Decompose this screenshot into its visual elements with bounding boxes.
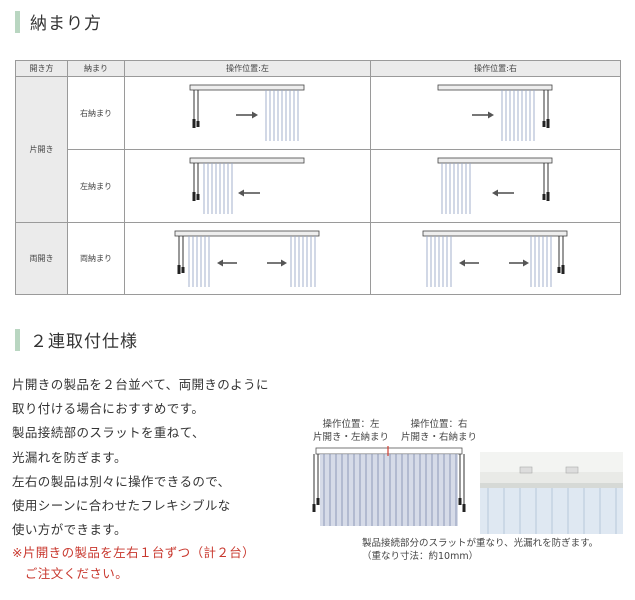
- cell-double-opleft: [124, 222, 371, 295]
- blind-illustration: [174, 230, 319, 287]
- blind-illustration: [189, 84, 304, 141]
- row-label-left-storage: 左納まり: [67, 149, 125, 223]
- section-title: 納まり方: [30, 14, 102, 34]
- double-mount-diagram: [312, 446, 466, 526]
- cell-single-right-opright: [370, 76, 621, 150]
- row-label-right-storage: 右納まり: [67, 76, 125, 150]
- cell-single-right-opleft: [124, 76, 371, 150]
- cell-single-left-opleft: [124, 149, 371, 223]
- diagram-caption: 製品接続部分のスラットが重なり、光漏れを防ぎます。 （重なり寸法：約10mm）: [362, 538, 599, 562]
- cell-single-left-opright: [370, 149, 621, 223]
- note-line: ご注文ください。: [12, 566, 129, 581]
- row-label-double: 両開き: [15, 222, 68, 295]
- description: 片開きの製品を２台並べて、両開きのように 取り付ける場合におすすめです。 製品接…: [12, 373, 312, 542]
- blind-illustration: [437, 157, 552, 214]
- header-op-left: 操作位置:左: [124, 60, 371, 77]
- section-header-double-mount: ２連取付仕様: [15, 327, 138, 352]
- section-title: ２連取付仕様: [30, 332, 138, 352]
- header-storage: 納まり: [67, 60, 125, 77]
- storage-table: 開き方 納まり 操作位置:左 操作位置:右 片開き 右納まり: [15, 60, 621, 295]
- row-label-single: 片開き: [15, 76, 68, 223]
- header-op-right: 操作位置:右: [370, 60, 621, 77]
- description-line: 使い方ができます。: [12, 522, 127, 538]
- order-note: ※片開きの製品を左右１台ずつ（計２台） ご注文ください。: [12, 542, 255, 584]
- section-header-storage: 納まり方: [15, 9, 102, 34]
- note-line: ※片開きの製品を左右１台ずつ（計２台）: [12, 545, 256, 560]
- row-label-both-storage: 両納まり: [67, 222, 125, 295]
- blind-illustration: [422, 230, 567, 287]
- description-line: 左右の製品は別々に操作できるので、: [12, 473, 231, 489]
- description-line: 片開きの製品を２台並べて、両開きのように: [12, 377, 269, 392]
- description-line: 製品接続部のスラットを重ねて、: [12, 425, 205, 441]
- blind-illustration: [189, 157, 304, 214]
- mount-photo: [480, 452, 623, 534]
- description-line: 光漏れを防ぎます。: [12, 449, 127, 465]
- diagram-label-left: 操作位置：左 片開き・左納まり: [312, 419, 389, 443]
- header-opening: 開き方: [15, 60, 68, 77]
- mount-photo-illustration: [480, 452, 623, 534]
- description-line: 取り付ける場合におすすめです。: [12, 401, 205, 417]
- blind-illustration: [437, 84, 552, 141]
- accent-bar: [15, 10, 20, 33]
- description-line: 使用シーンに合わせたフレキシブルな: [12, 498, 231, 514]
- diagram-label-right: 操作位置：右 片開き・右納まり: [400, 419, 477, 443]
- accent-bar: [15, 328, 20, 351]
- cell-double-opright: [370, 222, 621, 295]
